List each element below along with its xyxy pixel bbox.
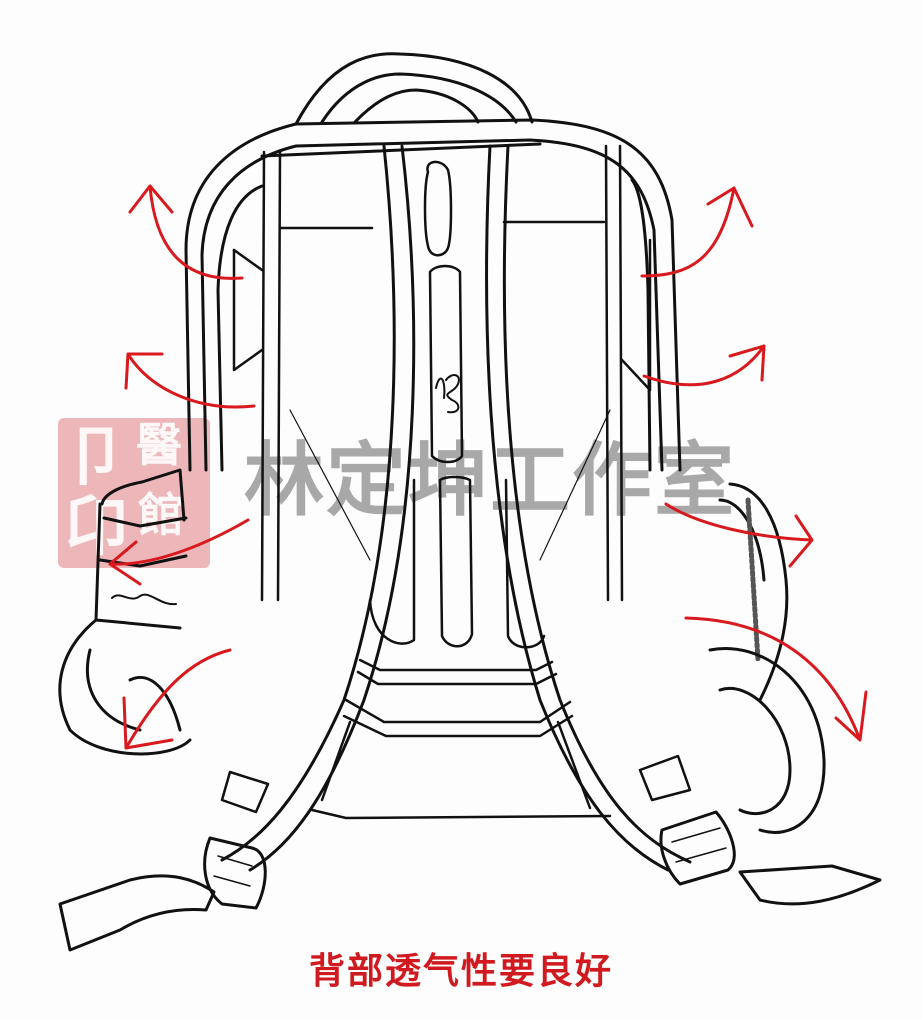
- arrow-left-low-icon: [108, 518, 250, 586]
- arrow-right-top-icon: [640, 186, 754, 278]
- arrow-left-mid-icon: [124, 352, 256, 409]
- right-shoulder-strap: [485, 144, 882, 906]
- right-side-pocket: [708, 482, 826, 834]
- seal-char: 卬: [64, 490, 128, 565]
- seal-stamp: 卩 醫 卬 館: [58, 418, 210, 568]
- watermark-text: 林定坤工作室: [244, 433, 736, 527]
- arrow-left-top-icon: [128, 184, 244, 280]
- back-panel: [232, 144, 652, 820]
- arrow-right-mid-icon: [642, 344, 766, 387]
- arrow-left-bottom-icon: [122, 648, 232, 750]
- figure-caption: 背部透气性要良好: [308, 951, 613, 992]
- left-shoulder-strap: [58, 144, 416, 952]
- seal-char: 卩: [64, 420, 128, 495]
- seal-char: 醫: [136, 418, 182, 472]
- arrow-right-low-icon: [664, 502, 814, 568]
- backpack-body-outline: [184, 118, 682, 472]
- seal-char: 館: [138, 488, 184, 542]
- arrow-right-bottom-icon: [684, 616, 868, 742]
- airflow-arrows: [108, 184, 868, 750]
- top-handle: [294, 52, 534, 126]
